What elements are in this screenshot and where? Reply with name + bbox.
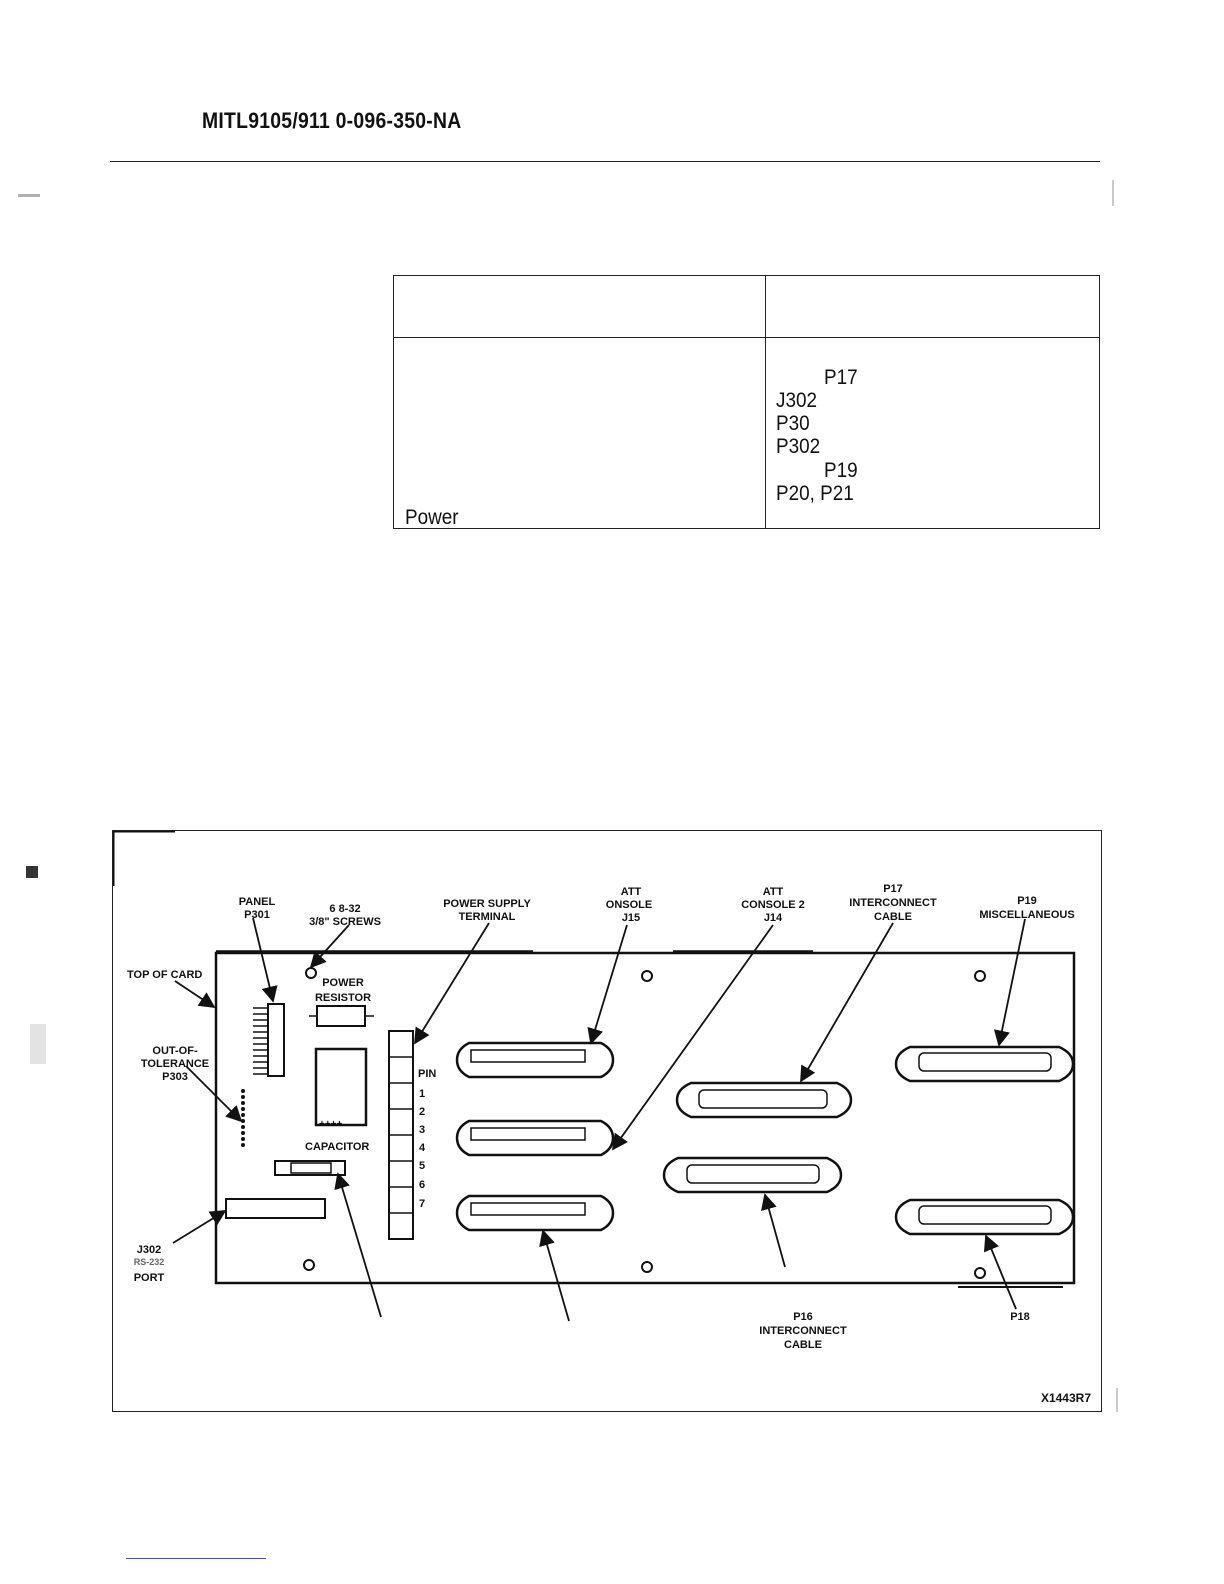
label-pin: PIN [418,1068,436,1080]
table-cell-right-6: P20, P21 [776,482,854,505]
label-power-supply-1: POWER SUPPLY [443,898,531,910]
connector-j15 [455,1041,615,1079]
label-capacitor: CAPACITOR [305,1141,369,1153]
label-att-console-2-a: ATT [763,886,784,898]
footer-rule [126,1558,266,1559]
figure-code: X1443R7 [1040,1391,1091,1405]
table-cell-left-power: Power [405,506,459,529]
label-pin-5: 5 [419,1160,425,1172]
label-att-console-2-c: J14 [764,912,783,924]
connector-bottom-left [455,1194,615,1232]
connector-p19 [894,1045,1075,1083]
label-j302-port: PORT [134,1272,165,1284]
label-pin-7: 7 [419,1198,425,1210]
mounting-hole [974,970,986,982]
circuit-card-outline [214,951,1076,1285]
table-header-divider [394,337,1099,338]
panel-p301-header [253,1003,285,1077]
label-panel-p301: P301 [244,909,270,921]
label-p19-a: P19 [1017,895,1037,907]
label-screws-2: 3/8" SCREWS [309,916,381,928]
label-p16-a: P16 [793,1311,813,1323]
label-pin-4: 4 [419,1142,426,1154]
label-p18: P18 [1010,1311,1030,1323]
label-out-of-tolerance-2: TOLERANCE [141,1058,209,1070]
document-id: MITL9105/911 0-096-350-NA [202,108,462,133]
label-panel: PANEL [239,896,276,908]
label-att-console-1-b: ONSOLE [606,899,652,911]
label-p17-b: INTERCONNECT [849,897,937,909]
header-rule [110,161,1100,162]
out-of-tolerance-p303-header [241,1089,245,1147]
power-resistor [309,1005,374,1027]
connector-table: Power P17 J302 P30 P302 P19 P20, P21 [393,275,1100,529]
connector-j14 [455,1119,615,1157]
label-p17-c: CABLE [874,911,912,923]
circuit-card-figure: ++++ [112,830,1102,1412]
mounting-hole [303,1259,315,1271]
table-column-divider [765,276,766,528]
mounting-hole [305,967,317,979]
label-pin-6: 6 [419,1179,425,1191]
label-j302: J302 [137,1244,161,1256]
table-cell-right-4: P302 [776,435,821,458]
label-top-of-card: TOP OF CARD [127,969,202,981]
scan-speck [18,194,40,197]
table-cell-right-5: P19 [824,459,858,482]
connector-p17 [675,1081,853,1119]
capacitor: ++++ [314,1047,368,1130]
connector-p16 [662,1156,843,1194]
scan-speck [1112,180,1114,206]
label-att-console-2-b: CONSOLE 2 [741,899,805,911]
scan-speck [30,1024,46,1064]
label-p16-c: CABLE [784,1339,822,1351]
label-power-resistor-1: POWER [322,977,364,989]
label-pin-2: 2 [419,1106,425,1118]
label-j302-rs232: RS-232 [134,1257,165,1267]
scan-speck [26,866,38,878]
label-power-supply-2: TERMINAL [459,911,516,923]
connector-p18 [894,1198,1075,1236]
table-cell-right-1: P17 [824,366,858,389]
j302-rs232-port [225,1198,326,1219]
label-pin-1: 1 [419,1088,425,1100]
mounting-hole [974,1267,986,1279]
label-p17-a: P17 [883,883,903,895]
label-p16-b: INTERCONNECT [759,1325,847,1337]
leader-lines [172,917,1026,1322]
small-component [274,1160,346,1176]
label-att-console-1-a: ATT [621,886,642,898]
label-power-resistor-2: RESISTOR [315,992,371,1004]
label-att-console-1-c: J15 [622,912,640,924]
label-pin-3: 3 [419,1124,425,1136]
scan-speck [1116,1388,1118,1412]
table-cell-right-3: P30 [776,412,810,435]
label-p19-b: MISCELLANEOUS [979,909,1074,921]
label-out-of-tolerance-3: P303 [162,1071,188,1083]
mounting-hole [641,1261,653,1273]
table-cell-right-2: J302 [776,389,817,412]
label-out-of-tolerance-1: OUT-OF- [152,1045,198,1057]
circuit-card-diagram: ++++ [113,831,1076,1351]
svg-text:++++: ++++ [319,1119,343,1130]
mounting-hole [641,970,653,982]
power-supply-terminal-strip [388,1030,414,1240]
label-screws-1: 6 8-32 [329,903,360,915]
